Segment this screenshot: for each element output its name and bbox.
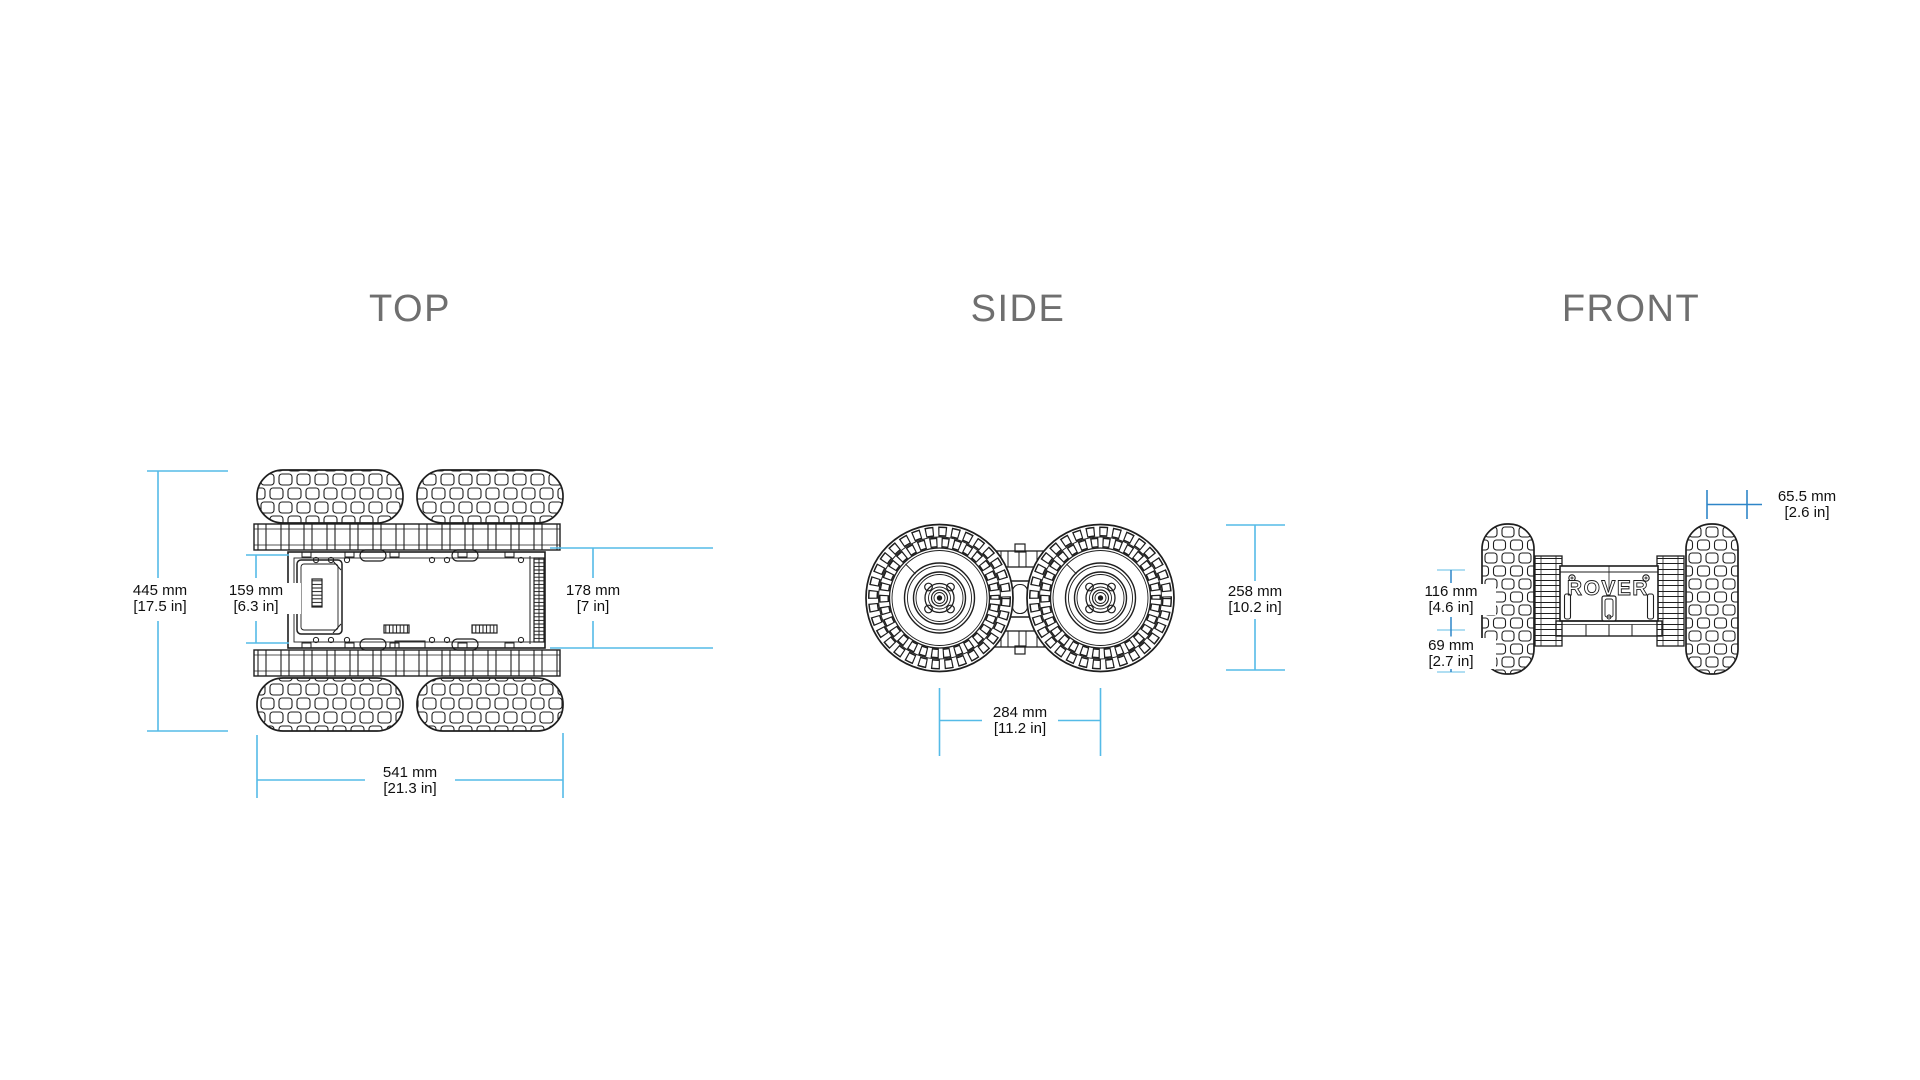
dim-top-overall-width: 445 mm [17.5 in]: [115, 583, 205, 614]
top-dimension-lines: [147, 470, 713, 798]
top-connector-2: [471, 624, 498, 634]
front-body: ROVER: [1555, 565, 1663, 637]
top-view-title: TOP: [369, 288, 451, 330]
dim-value-mm: 69 mm: [1406, 638, 1496, 654]
side-view-title: SIDE: [970, 288, 1066, 330]
dim-value-mm: 116 mm: [1406, 584, 1496, 600]
rover-logo: ROVER: [1567, 577, 1649, 600]
dim-side-wheelbase: 284 mm [11.2 in]: [975, 705, 1065, 736]
dim-front-tire-width: 65.5 mm [2.6 in]: [1762, 489, 1852, 520]
dim-value-mm: 178 mm: [548, 583, 638, 599]
dim-value-in: [10.2 in]: [1210, 599, 1300, 615]
side-wheel-right: [1027, 525, 1174, 672]
side-view-drawing: [850, 440, 1285, 756]
front-view-title: FRONT: [1561, 288, 1701, 330]
dim-value-mm: 65.5 mm: [1762, 489, 1852, 505]
top-side-rail: [533, 557, 545, 643]
dim-value-in: [6.3 in]: [211, 598, 301, 614]
dim-side-wheel-diameter: 258 mm [10.2 in]: [1210, 584, 1300, 615]
dim-top-chassis-length: 178 mm [7 in]: [548, 583, 638, 614]
top-connector-1: [383, 624, 410, 634]
dim-front-body-height: 116 mm [4.6 in]: [1406, 584, 1496, 615]
front-view-drawing: ROVER: [1437, 490, 1783, 675]
dim-value-in: [21.3 in]: [365, 780, 455, 796]
side-wheel-left: [866, 525, 1013, 672]
top-view-drawing: [147, 469, 713, 798]
dim-value-mm: 541 mm: [365, 765, 455, 781]
top-chassis: [287, 549, 546, 651]
dim-value-mm: 258 mm: [1210, 584, 1300, 600]
front-tires: [1481, 523, 1739, 675]
front-sprockets: [1534, 555, 1685, 647]
top-track-bands: [253, 523, 561, 677]
dim-value-mm: 284 mm: [992, 704, 1048, 721]
dim-value-mm: 445 mm: [115, 583, 205, 599]
dim-value-in: [11.2 in]: [993, 719, 1047, 737]
dim-front-ground-clearance: 69 mm [2.7 in]: [1406, 638, 1496, 669]
dim-value-in: [17.5 in]: [115, 598, 205, 614]
dim-top-overall-length: 541 mm [21.3 in]: [365, 765, 455, 796]
dim-value-in: [7 in]: [548, 598, 638, 614]
dim-top-chassis-width: 159 mm [6.3 in]: [211, 583, 301, 614]
dim-value-in: [2.6 in]: [1762, 504, 1852, 520]
dim-value-mm: 159 mm: [211, 583, 301, 599]
top-wheels: [256, 469, 564, 732]
dim-value-in: [2.7 in]: [1406, 653, 1496, 669]
dim-value-in: [4.6 in]: [1406, 599, 1496, 615]
side-dimension-lines: [938, 524, 1285, 756]
